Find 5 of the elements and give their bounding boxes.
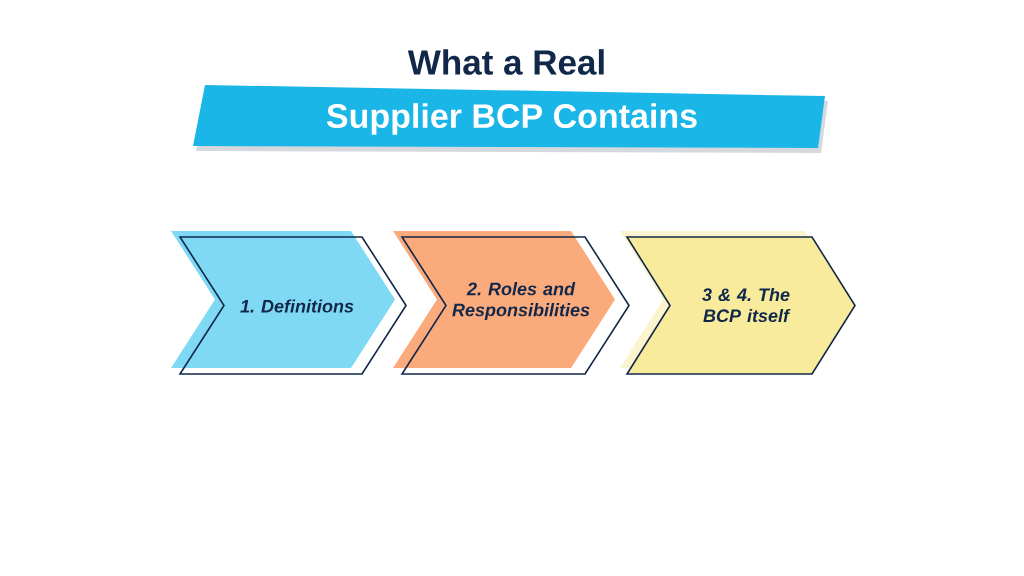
- chevron-box: 2. Roles and Responsibilities: [393, 231, 630, 375]
- chevron-box: 3 & 4. The BCP itself: [620, 231, 856, 375]
- heading: What a Real: [407, 49, 604, 75]
- chevron-box: 1. Definitions: [171, 231, 407, 375]
- title-banner: Supplier BCP Contains: [193, 85, 828, 153]
